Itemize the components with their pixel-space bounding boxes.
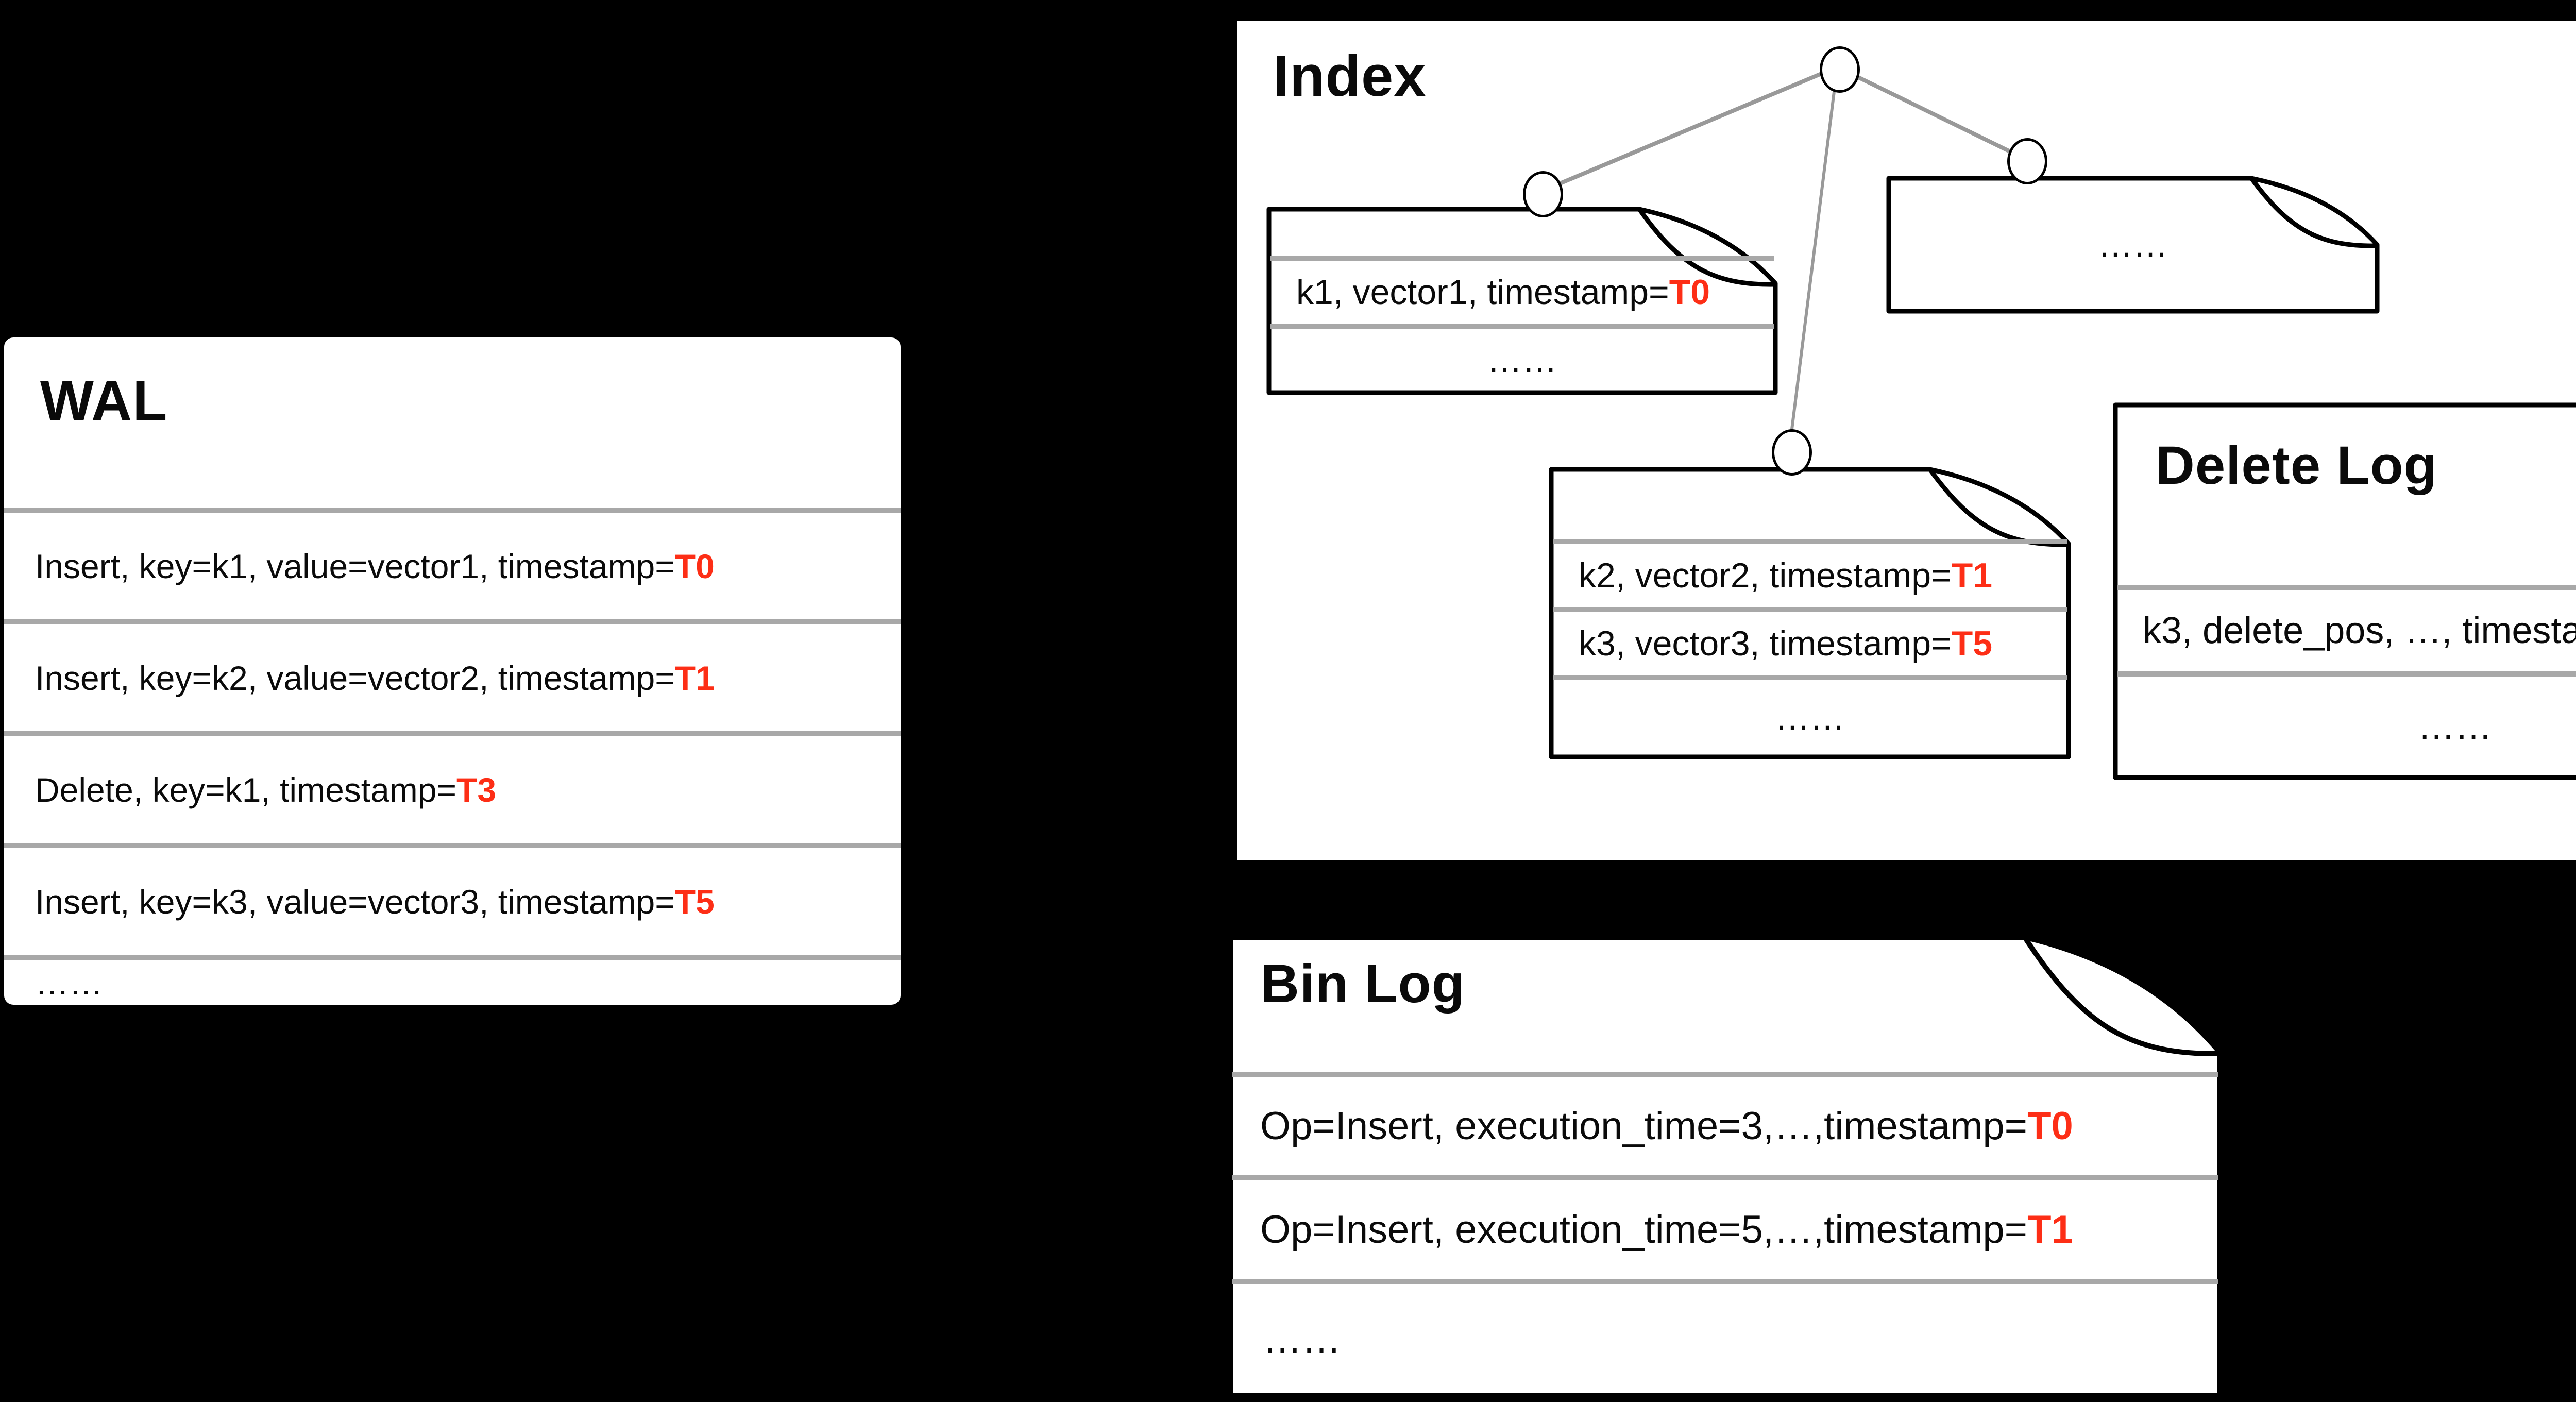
delete-log-doc: Delete Log k3, delete_pos, …, timestamp=… xyxy=(2112,402,2576,781)
doc-body: k1, vector1, timestamp=T0 …… xyxy=(1270,211,1774,391)
doc-header-blank xyxy=(1553,471,2067,539)
index-segment-doc-3: k2, vector2, timestamp=T1 k3, vector3, t… xyxy=(1548,466,2072,760)
segment1-row-1: k1, vector1, timestamp=T0 xyxy=(1270,256,1774,324)
doc-body: Bin Log Op=Insert, execution_time=3,…,ti… xyxy=(1232,939,2218,1394)
segment1-ellipsis-text: …… xyxy=(1487,340,1557,380)
segment3-row-1-text: k2, vector2, timestamp= xyxy=(1579,556,1952,595)
wal-row-4-text: Insert, key=k3, value=vector3, timestamp… xyxy=(35,882,675,921)
bin-log-title: Bin Log xyxy=(1260,954,1465,1014)
tree-node-left xyxy=(1523,171,1563,217)
tree-edge-root-left xyxy=(1539,65,1838,194)
segment1-row-1-timestamp: T0 xyxy=(1669,273,1710,312)
doc-fold-crease xyxy=(2022,935,2223,1057)
bin-log-row-1: Op=Insert, execution_time=3,…,timestamp=… xyxy=(1232,1072,2218,1175)
wal-box: WAL Insert, key=k1, value=vector1, times… xyxy=(4,337,901,1005)
document-shape xyxy=(1266,207,1778,395)
segment1-row-ellipsis: …… xyxy=(1270,324,1774,391)
tree-node-root xyxy=(1820,46,1860,93)
segment1-row-1-text: k1, vector1, timestamp= xyxy=(1296,273,1669,312)
wal-row-ellipsis: …… xyxy=(4,955,901,1005)
bin-log-row-2: Op=Insert, execution_time=5,…,timestamp=… xyxy=(1232,1175,2218,1279)
wal-row-4: Insert, key=k3, value=vector3, timestamp… xyxy=(4,843,901,955)
segment3-row-2-timestamp: T5 xyxy=(1951,624,1993,663)
tree-edge-root-right xyxy=(1836,65,2026,161)
doc-fold-crease xyxy=(2249,176,2380,248)
wal-row-1: Insert, key=k1, value=vector1, timestamp… xyxy=(4,508,901,619)
index-segment-doc-2: …… xyxy=(1886,175,2380,314)
wal-row-1-timestamp: T0 xyxy=(674,547,715,585)
index-tree-edges xyxy=(1539,65,2026,450)
doc-outline xyxy=(2113,402,2576,780)
doc-fold-crease xyxy=(1637,207,1778,287)
segment3-ellipsis-text: …… xyxy=(1775,698,1845,737)
tree-node-middle xyxy=(1772,429,1812,476)
bin-log-row-1-text: Op=Insert, execution_time=3,…,timestamp= xyxy=(1260,1104,2028,1148)
segment2-ellipsis-text: …… xyxy=(2098,225,2168,264)
index-title: Index xyxy=(1273,44,1427,108)
segment2-row-ellipsis: …… xyxy=(1890,180,2376,310)
doc-body: Delete Log k3, delete_pos, …, timestamp=… xyxy=(2117,407,2576,776)
wal-row-1-text: Insert, key=k1, value=vector1, timestamp… xyxy=(35,547,675,585)
wal-ellipsis-text: …… xyxy=(35,963,103,1002)
tree-edge-root-middle xyxy=(1788,66,1839,450)
segment3-row-2-text: k3, vector3, timestamp= xyxy=(1579,624,1952,663)
segment3-row-1-timestamp: T1 xyxy=(1951,556,1993,595)
bin-log-row-2-text: Op=Insert, execution_time=5,…,timestamp= xyxy=(1260,1208,2028,1252)
index-panel: Index k1, vector1, timestamp=T0 …… xyxy=(1232,16,2576,865)
wal-row-2-text: Insert, key=k2, value=vector2, timestamp… xyxy=(35,658,675,697)
wal-title: WAL xyxy=(40,369,168,433)
wal-row-3-text: Delete, key=k1, timestamp= xyxy=(35,770,457,809)
delete-log-row-1-text: k3, delete_pos, …, timestamp= xyxy=(2143,610,2576,651)
bin-log-row-ellipsis: …… xyxy=(1232,1279,2218,1394)
doc-body: k2, vector2, timestamp=T1 k3, vector3, t… xyxy=(1553,471,2067,755)
wal-row-3-timestamp: T3 xyxy=(456,770,497,809)
doc-body: …… xyxy=(1890,180,2376,310)
tree-node-right xyxy=(2007,138,2047,184)
wal-row-4-timestamp: T5 xyxy=(674,882,715,921)
bin-log-row-2-timestamp: T1 xyxy=(2027,1208,2073,1252)
segment3-row-2: k3, vector3, timestamp=T5 xyxy=(1553,607,2067,675)
document-shape xyxy=(2113,402,2576,780)
delete-log-row-1: k3, delete_pos, …, timestamp=T3 xyxy=(2117,585,2576,671)
bin-log-doc: Bin Log Op=Insert, execution_time=3,…,ti… xyxy=(1227,934,2223,1399)
doc-header-blank xyxy=(1270,211,1774,256)
document-shape xyxy=(1886,176,2380,314)
index-segment-doc-1: k1, vector1, timestamp=T0 …… xyxy=(1266,206,1778,396)
wal-row-3: Delete, key=k1, timestamp=T3 xyxy=(4,731,901,843)
bin-log-row-1-timestamp: T0 xyxy=(2027,1104,2073,1148)
bin-log-ellipsis-text: …… xyxy=(1263,1317,1341,1361)
wal-row-2: Insert, key=k2, value=vector2, timestamp… xyxy=(4,619,901,731)
segment3-row-1: k2, vector2, timestamp=T1 xyxy=(1553,539,2067,607)
segment3-row-ellipsis: …… xyxy=(1553,675,2067,755)
delete-log-row-ellipsis: …… xyxy=(2117,671,2576,776)
delete-log-title: Delete Log xyxy=(2156,435,2437,496)
delete-log-ellipsis-text: …… xyxy=(2418,705,2492,747)
wal-row-2-timestamp: T1 xyxy=(674,658,715,697)
